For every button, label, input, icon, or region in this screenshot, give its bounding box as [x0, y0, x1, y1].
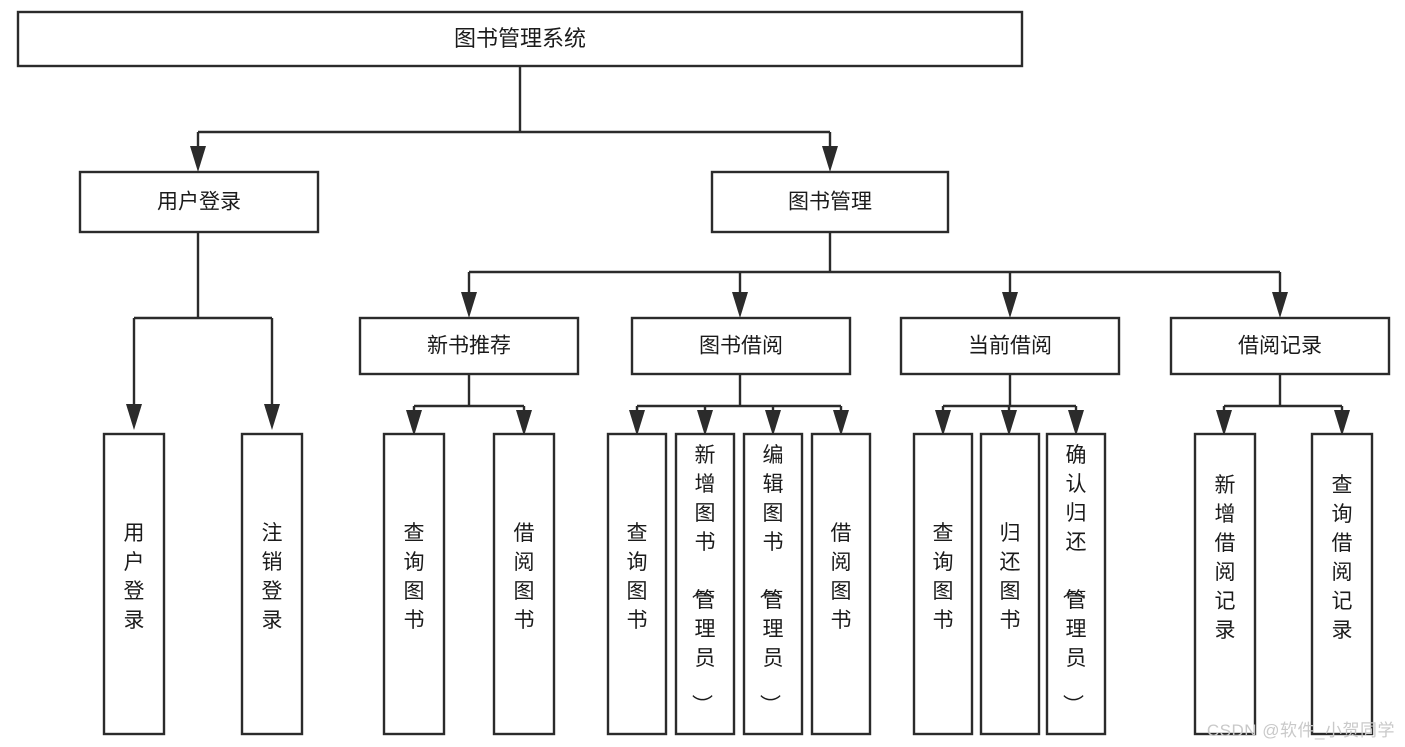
node-leaf-add-book-label: 新增图书（管理员）	[690, 444, 716, 715]
arrow-user-login-leaf-2	[264, 404, 280, 430]
node-new-book-recommend[interactable]: 新书推荐	[358, 316, 580, 376]
arrow-cb-leaf-2	[1001, 410, 1017, 436]
node-root-label: 图书管理系统	[454, 26, 586, 51]
node-leaf-query-record-label: 查询借阅记录	[1332, 474, 1353, 642]
node-leaf-query-book-3[interactable]: 查询图书	[912, 432, 974, 736]
node-leaf-query-record[interactable]: 查询借阅记录	[1310, 432, 1374, 736]
arrow-nbr-leaf-2	[516, 410, 532, 436]
node-root-box[interactable]	[16, 10, 1024, 68]
node-book-management[interactable]: 图书管理	[710, 170, 950, 234]
node-leaf-query-book-2-label: 查询图书	[627, 522, 648, 632]
node-leaf-logout-box[interactable]	[240, 432, 304, 736]
node-leaf-user-login[interactable]: 用户登录	[102, 432, 166, 736]
node-current-borrow[interactable]: 当前借阅	[899, 316, 1121, 376]
node-leaf-return-book[interactable]: 归还图书	[979, 432, 1041, 736]
node-leaf-user-login-label: 用户登录	[124, 522, 145, 632]
arrow-br-leaf-2	[1334, 410, 1350, 436]
arrow-user-login-leaf-1	[126, 404, 142, 430]
node-leaf-add-record-box[interactable]	[1193, 432, 1257, 736]
node-leaf-query-book-3-label: 查询图书	[933, 522, 954, 632]
node-leaf-borrow-book-1-label: 借阅图书	[514, 522, 535, 632]
node-book-management-label: 图书管理	[788, 191, 872, 214]
node-user-login-box[interactable]	[78, 170, 320, 234]
node-book-borrow-label: 图书借阅	[699, 335, 783, 358]
arrow-cb-leaf-3	[1068, 410, 1084, 436]
node-leaf-add-book[interactable]: 新增图书（管理员）	[674, 432, 736, 736]
node-leaf-edit-book-box[interactable]	[742, 432, 804, 736]
arrow-bm-to-borrow-record	[1272, 292, 1288, 318]
arrow-br-leaf-1	[1216, 410, 1232, 436]
node-leaf-add-record[interactable]: 新增借阅记录	[1193, 432, 1257, 736]
arrow-cb-leaf-1	[935, 410, 951, 436]
arrow-bm-to-new-book-recommend	[461, 292, 477, 318]
arrow-root-to-book-management	[822, 146, 838, 172]
node-root[interactable]: 图书管理系统	[16, 10, 1024, 68]
node-leaf-query-book-3-box[interactable]	[912, 432, 974, 736]
node-leaf-borrow-book-2[interactable]: 借阅图书	[810, 432, 872, 736]
node-borrow-record-box[interactable]	[1169, 316, 1391, 376]
node-new-book-recommend-label: 新书推荐	[427, 335, 511, 358]
node-leaf-confirm-return[interactable]: 确认归还（管理员）	[1045, 432, 1107, 736]
node-leaf-logout[interactable]: 注销登录	[240, 432, 304, 736]
arrow-nbr-leaf-1	[406, 410, 422, 436]
node-leaf-add-book-box[interactable]	[674, 432, 736, 736]
node-book-management-box[interactable]	[710, 170, 950, 234]
node-current-borrow-box[interactable]	[899, 316, 1121, 376]
arrow-bb-leaf-3	[765, 410, 781, 436]
node-leaf-query-book-1-label: 查询图书	[404, 522, 425, 632]
node-leaf-borrow-book-1[interactable]: 借阅图书	[492, 432, 556, 736]
arrow-root-to-user-login	[190, 146, 206, 172]
arrow-bb-leaf-2	[697, 410, 713, 436]
node-leaf-query-book-1[interactable]: 查询图书	[382, 432, 446, 736]
edge-group	[126, 66, 1350, 436]
node-leaf-edit-book[interactable]: 编辑图书（管理员）	[742, 432, 804, 736]
node-leaf-return-book-box[interactable]	[979, 432, 1041, 736]
node-leaf-query-book-2[interactable]: 查询图书	[606, 432, 668, 736]
node-leaf-query-record-box[interactable]	[1310, 432, 1374, 736]
node-leaf-borrow-book-1-box[interactable]	[492, 432, 556, 736]
node-leaf-edit-book-label: 编辑图书（管理员）	[758, 444, 784, 715]
node-leaf-user-login-box[interactable]	[102, 432, 166, 736]
node-leaf-return-book-label: 归还图书	[1000, 522, 1021, 632]
node-leaf-confirm-return-label: 确认归还（管理员）	[1061, 444, 1087, 715]
node-borrow-record[interactable]: 借阅记录	[1169, 316, 1391, 376]
node-leaf-query-book-2-box[interactable]	[606, 432, 668, 736]
node-current-borrow-label: 当前借阅	[968, 335, 1052, 358]
arrow-bm-to-book-borrow	[732, 292, 748, 318]
node-leaf-logout-label: 注销登录	[262, 522, 283, 632]
node-leaf-add-record-label: 新增借阅记录	[1215, 474, 1236, 642]
node-book-borrow[interactable]: 图书借阅	[630, 316, 852, 376]
node-user-login-label: 用户登录	[157, 191, 241, 214]
node-leaf-query-book-1-box[interactable]	[382, 432, 446, 736]
arrow-bb-leaf-1	[629, 410, 645, 436]
node-new-book-recommend-box[interactable]	[358, 316, 580, 376]
arrow-bm-to-current-borrow	[1002, 292, 1018, 318]
node-leaf-borrow-book-2-box[interactable]	[810, 432, 872, 736]
node-borrow-record-label: 借阅记录	[1238, 335, 1322, 358]
node-user-login[interactable]: 用户登录	[78, 170, 320, 234]
node-book-borrow-box[interactable]	[630, 316, 852, 376]
node-leaf-confirm-return-box[interactable]	[1045, 432, 1107, 736]
arrow-bb-leaf-4	[833, 410, 849, 436]
node-leaf-borrow-book-2-label: 借阅图书	[831, 522, 852, 632]
